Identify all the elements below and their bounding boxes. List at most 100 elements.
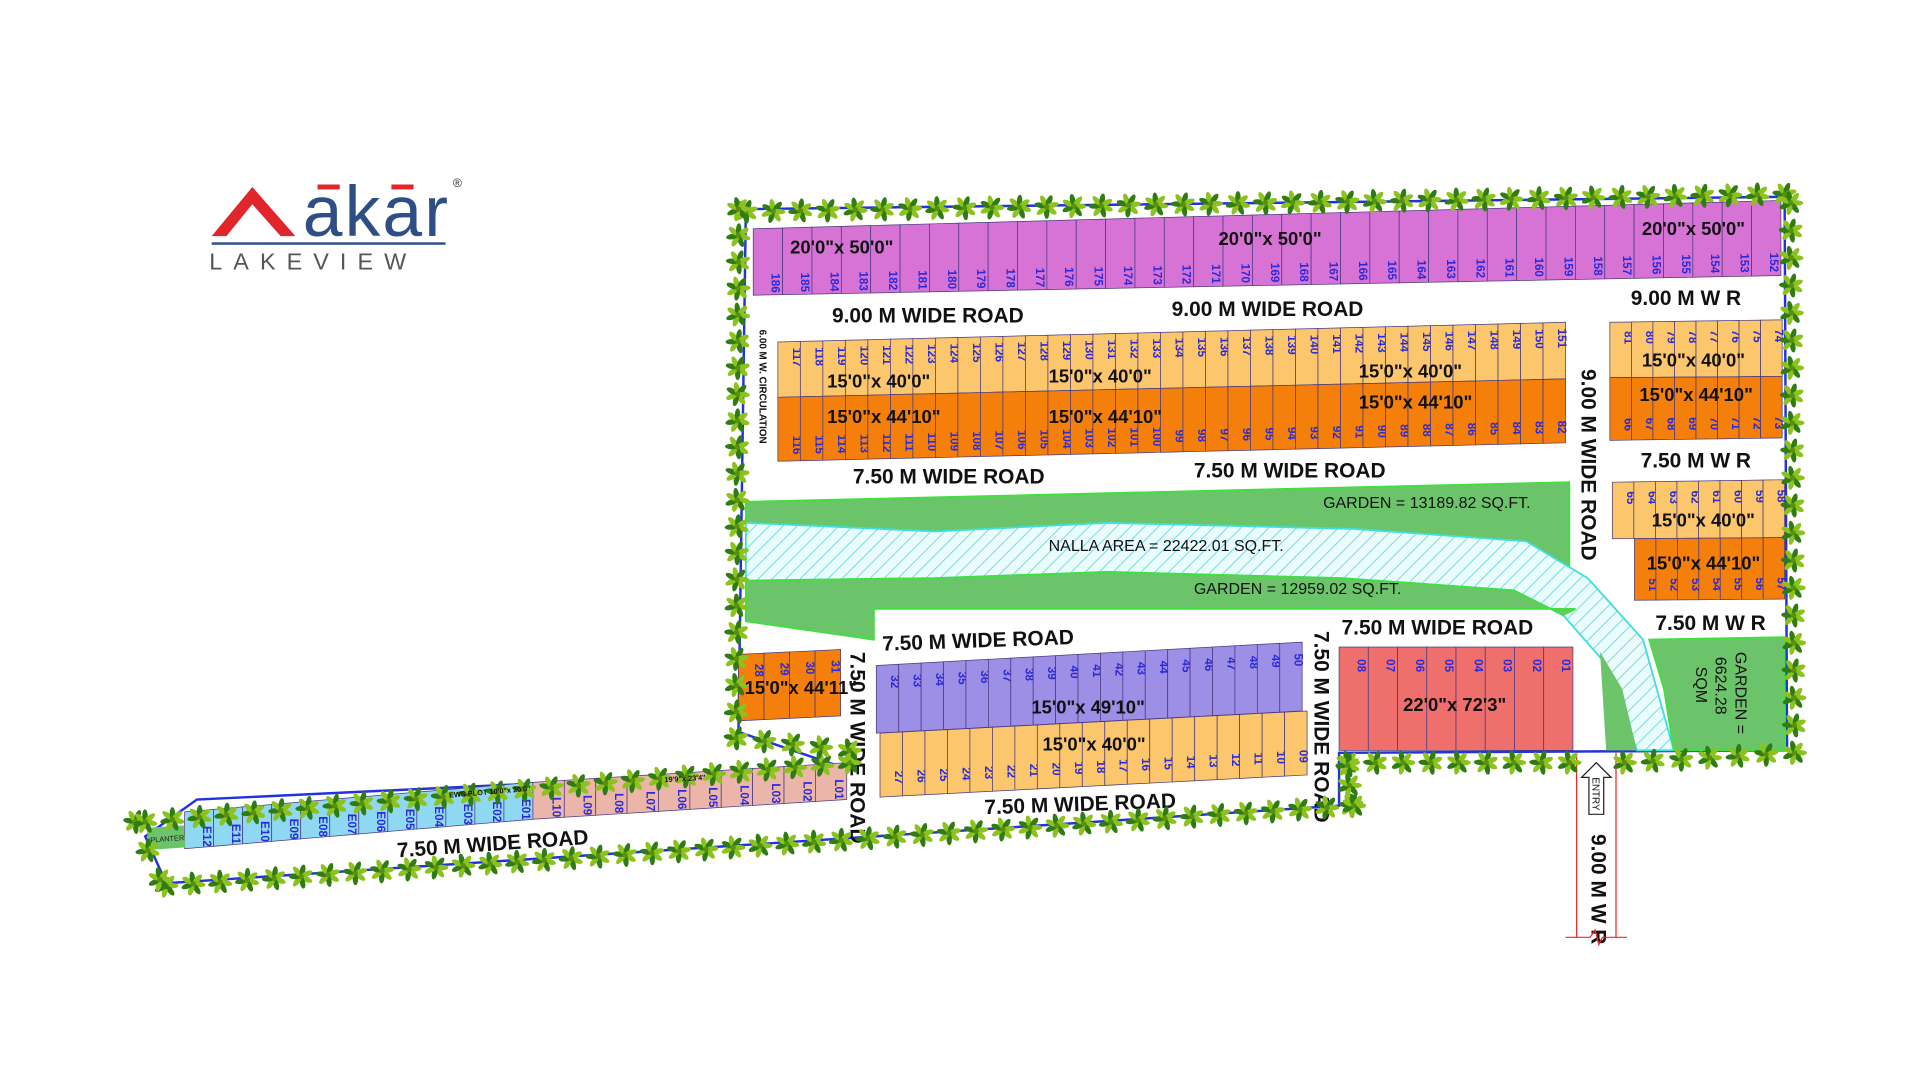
plot-92[interactable] [1317,383,1341,450]
plot-number: 16 [1139,758,1152,771]
plot-95[interactable] [1250,385,1274,451]
plot-84[interactable] [1497,379,1521,445]
palm-tree-icon [1152,806,1177,831]
plot-number: 124 [947,344,960,364]
plot-number: 117 [790,348,803,367]
palm-tree-icon [761,198,786,223]
plot-58[interactable] [1762,479,1785,539]
plot-number: E04 [432,806,445,827]
plot-L01[interactable] [815,762,848,802]
plot-25[interactable] [924,729,948,796]
logo-roof-icon [211,186,296,237]
plot-83[interactable] [1520,379,1544,445]
plot-09[interactable] [1284,710,1308,777]
palm-tree-icon [980,195,1005,220]
plot-99[interactable] [1160,387,1184,453]
palm-tree-icon [295,795,320,820]
plot-31[interactable] [814,649,841,718]
plot-number: 174 [1121,266,1134,286]
circulation-label: 6.00 M W. CIRCULATION [756,330,767,444]
plot-97[interactable] [1205,386,1229,452]
dimension-label: 15'0"x 40'0" [827,370,930,391]
palm-tree-icon [1471,187,1496,212]
plot-93[interactable] [1295,384,1319,450]
palm-tree-icon [1640,748,1665,773]
plot-27[interactable] [879,731,903,798]
plot-82[interactable] [1542,378,1566,444]
plot-11[interactable] [1239,712,1263,779]
palm-tree-icon [802,829,827,854]
plot-01[interactable] [1543,646,1574,751]
plot-13[interactable] [1194,715,1218,782]
plot-number: 95 [1262,427,1275,440]
road-label: 7.50 M WIDE ROAD [1194,459,1386,482]
plot-number: 17 [1117,759,1130,772]
plot-12[interactable] [1216,714,1241,780]
plot-21[interactable] [1014,724,1038,791]
plot-96[interactable] [1227,385,1251,452]
plot-number: 47 [1224,657,1237,670]
plot-number: 155 [1679,254,1692,274]
plot-number: 148 [1487,330,1500,350]
plot-number: 141 [1330,334,1343,354]
tree-border [123,182,1807,898]
plot-24[interactable] [947,728,971,794]
palm-tree-icon [187,804,212,829]
plot-98[interactable] [1182,386,1206,453]
palm-tree-icon [1342,793,1367,818]
plot-number: 133 [1150,339,1163,359]
palm-tree-icon [1779,383,1804,408]
palm-tree-icon [1315,795,1340,820]
plot-number: 157 [1620,256,1633,275]
palm-tree-icon [721,835,746,860]
palm-tree-icon [1780,355,1805,380]
plot-number: 82 [1555,421,1568,434]
palm-tree-icon [505,849,530,874]
plot-73[interactable] [1760,376,1783,439]
plot-94[interactable] [1272,384,1296,451]
plot-57[interactable] [1762,537,1785,600]
plot-number: 171 [1209,264,1222,284]
palm-tree-icon [725,329,750,354]
palm-tree-icon [181,871,206,896]
svg-text:GARDEN =: GARDEN = [1731,652,1748,734]
plot-23[interactable] [969,726,993,793]
plot-14[interactable] [1171,716,1196,783]
plot-10[interactable] [1261,711,1285,778]
palm-tree-icon [1698,745,1722,770]
plot-number: 94 [1285,427,1298,440]
plot-number: 111 [902,433,915,452]
palm-tree-icon [268,798,293,823]
plot-number: 44 [1157,661,1170,674]
palm-tree-icon [756,757,781,782]
plot-number: L08 [612,793,625,814]
plot-number: 105 [1037,429,1050,449]
palm-tree-icon [870,197,894,222]
entry-marker: ENTRY [1565,752,1628,947]
plot-number: 160 [1532,257,1545,277]
plot-number: 15 [1162,757,1175,770]
plot-number: E01 [519,799,532,820]
plot-number: 41 [1090,664,1103,677]
plot-number: 89 [1397,424,1410,437]
palm-tree-icon [288,864,313,889]
palm-tree-icon [1233,801,1258,826]
plot-85[interactable] [1475,380,1499,446]
plot-26[interactable] [902,730,926,797]
plot-22[interactable] [992,725,1016,792]
plot-number: 24 [959,767,972,780]
dimension-label: 15'0"x 40'0" [1652,509,1755,530]
plot-number: 131 [1105,340,1118,360]
plot-number: 14 [1184,756,1197,769]
plot-number: 30 [803,661,816,674]
plot-15[interactable] [1149,717,1173,784]
palm-tree-icon [1781,520,1806,545]
dimension-label: 22'0"x 72'3" [1403,694,1506,715]
palm-tree-icon [1781,410,1805,435]
palm-tree-icon [838,738,862,763]
plot-number: 140 [1307,335,1320,355]
road-label: 9.00 M WIDE ROAD [1577,369,1600,561]
plot-152[interactable] [1751,200,1782,277]
plot-number: 144 [1397,333,1410,353]
